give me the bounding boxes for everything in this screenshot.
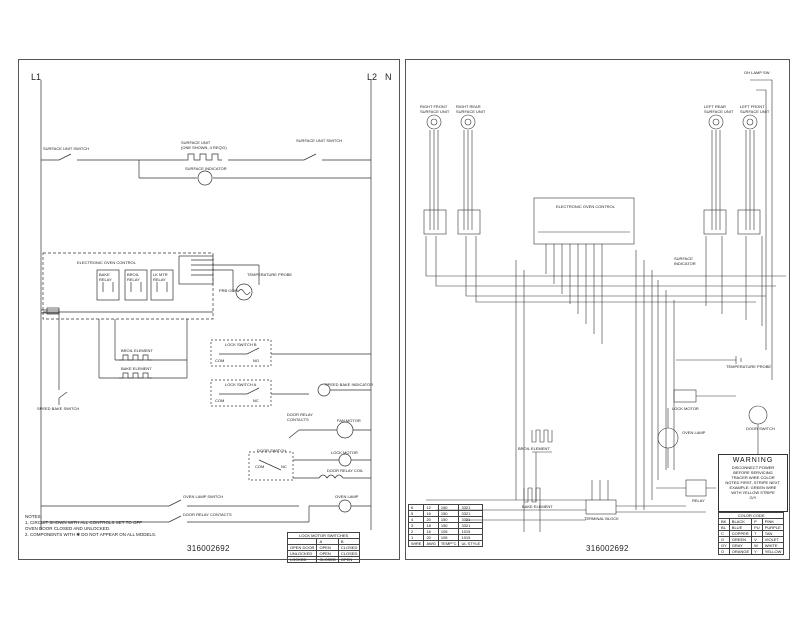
oven-lamp-switch-label: OVEN LAMP SWITCH [183,494,224,499]
speed-bake-switch-label: SPEED BAKE SWITCH [37,406,80,411]
notes-title: NOTES: [25,514,42,519]
warning-title: WARNING [732,457,774,464]
surface-unit-switch-left-label: SURFACE UNIT SWITCH [43,146,90,151]
lock-switch-a-nc: NC [253,398,259,403]
surface-indicator-right-label: SURFACE INDICATOR [674,256,696,266]
temperature-probe-right-label: TEMPERATURE PROBE [726,364,772,369]
line-l2-label: L2 [367,72,378,82]
color-code-cell: PURPLE [761,524,785,531]
door-switch-label: DOOR SWITCH [257,448,286,453]
warning-line: BEFORE SERVICING [733,470,773,475]
lock-motor-cell: CLOSED [337,544,361,551]
lock-motor-right-label: LOCK MOTOR [672,406,699,411]
surface-unit-center-label: SURFACE UNIT (ONE SHOWN, 4 REQ'D) [181,140,227,150]
left-rear-unit-label: LEFT REAR SURFACE UNIT [704,104,734,114]
left-front-unit-label: LEFT FRONT SURFACE UNIT [740,104,770,114]
lock-switch-a-com: COM [215,398,225,403]
part-number-left: 316002692 [187,544,230,553]
wire-header: TEMP°C [437,540,460,547]
warning-line: DISCONNECT POWER [731,465,775,470]
warning-line: NOTED FIRST, STRIPE NEXT. [725,480,781,485]
broil-relay-label: BROIL RELAY [127,272,140,282]
lk-mtr-relay-label: LK MTR RELAY [153,272,168,282]
notes-block: NOTES: 1. CIRCUIT SHOWN WITH ALL CONTROL… [25,514,156,538]
lock-motor-cell: LOCKED [286,556,318,563]
lock-motor-switch-table: LOCK MOTOR SWITCHES A B OPEN DOOR OPEN C… [286,532,361,563]
temperature-probe-label: TEMPERATURE PROBE [247,272,293,277]
lock-motor-cell: CLOSED [316,556,339,563]
line-n-label: N [385,72,392,82]
warning-line: WITH YELLOW STRIPE [731,490,775,495]
lock-switch-b-label: LOCK SWITCH B [225,342,257,347]
lock-motor-cell: CLOSED [337,550,361,557]
bake-relay-label: BAKE RELAY [99,272,112,282]
door-relay-contacts-top-label: DOOR RELAY CONTACTS [287,412,313,422]
door-switch-right-label: DOOR SWITCH [746,426,775,431]
broil-element-label: BROIL ELEMENT [121,348,153,353]
color-code-cell: COPPER [728,530,753,537]
right-front-unit-label: RIGHT FRONT SURFACE UNIT [420,104,450,114]
prb-com-label: PRB COM [219,288,238,293]
lock-switch-b-com: COM [215,358,225,363]
wire-header: AWG [423,540,439,547]
surface-unit-switch-right-label: SURFACE UNIT SWITCH [296,138,343,143]
broil-element-right-label: BROIL ELEMENT [518,446,550,451]
right-rear-unit-label: RIGHT REAR SURFACE UNIT [456,104,486,114]
door-relay-coil-label: DOOR RELAY COIL [327,468,364,473]
lock-motor-cell: OPEN DOOR [286,544,318,551]
note-line-3: 2. COMPONENTS WITH ✱ DO NOT APPEAR ON AL… [25,532,157,537]
terminal-block-label: TERMINAL BLOCK [584,516,619,521]
lock-switch-a-label: LOCK SWITCH A [225,382,257,387]
lock-motor-cell: OPEN [337,556,361,563]
left-schematic-sheet: L1 L2 N SURFACE UNIT SWITCH SURFACE UNIT… [18,59,400,563]
right-wiring-sheet: RIGHT FRONT SURFACE UNIT RIGHT REAR SURF… [405,59,790,560]
warning-code: G/Y [749,495,757,500]
wire-header: WIRE [407,540,425,547]
door-switch-com: COM [255,464,265,469]
note-line-2: OVEN DOOR CLOSED AND UNLOCKED. [25,526,111,531]
color-code-cell: O [718,548,730,555]
bake-element-right-label: BAKE ELEMENT [522,504,553,509]
door-relay-contacts-label: DOOR RELAY CONTACTS [183,512,232,517]
part-number-right: 316002692 [586,544,629,553]
surface-indicator-label: SURFACE INDICATOR [185,166,227,171]
bake-element-label: BAKE ELEMENT [121,366,152,371]
lock-motor-label: LOCK MOTOR [331,450,358,455]
left-schematic-wiring [40,80,372,530]
electronic-oven-control-right-label: ELECTRONIC OVEN CONTROL [556,204,615,209]
oh-lamp-label: OH LAMP SW [744,70,770,75]
note-line-1: 1. CIRCUIT SHOWN WITH ALL CONTROLS SET T… [25,520,143,525]
warning-line: TRACER WIRE COLOR [731,475,775,480]
fan-motor-label: FAN MOTOR [337,418,361,423]
warning-box: WARNING DISCONNECT POWER BEFORE SERVICIN… [718,454,788,512]
relay-label: RELAY [692,498,705,503]
line-l1-label: L1 [31,72,42,82]
oven-lamp-right-label: OVEN LAMP [682,430,706,435]
oven-lamp-label: OVEN LAMP [335,494,359,499]
warning-body: DISCONNECT POWER BEFORE SERVICING TRACER… [719,464,787,501]
lock-switch-b-no: NO [253,358,259,363]
wire-header: UL STYLE [458,540,484,547]
color-code-cell: Y [751,548,763,555]
warning-line: EXAMPLE: GREEN WIRE [729,485,777,490]
color-code-cell: ORANGE [728,548,753,555]
speed-bake-indicator-label: SPEED BAKE INDICATOR [325,382,374,387]
door-switch-nc: NC [281,464,287,469]
right-wiring-diagram [423,79,786,532]
electronic-oven-control-label: ELECTRONIC OVEN CONTROL [77,260,136,265]
color-code-cell: YELLOW [761,548,785,555]
